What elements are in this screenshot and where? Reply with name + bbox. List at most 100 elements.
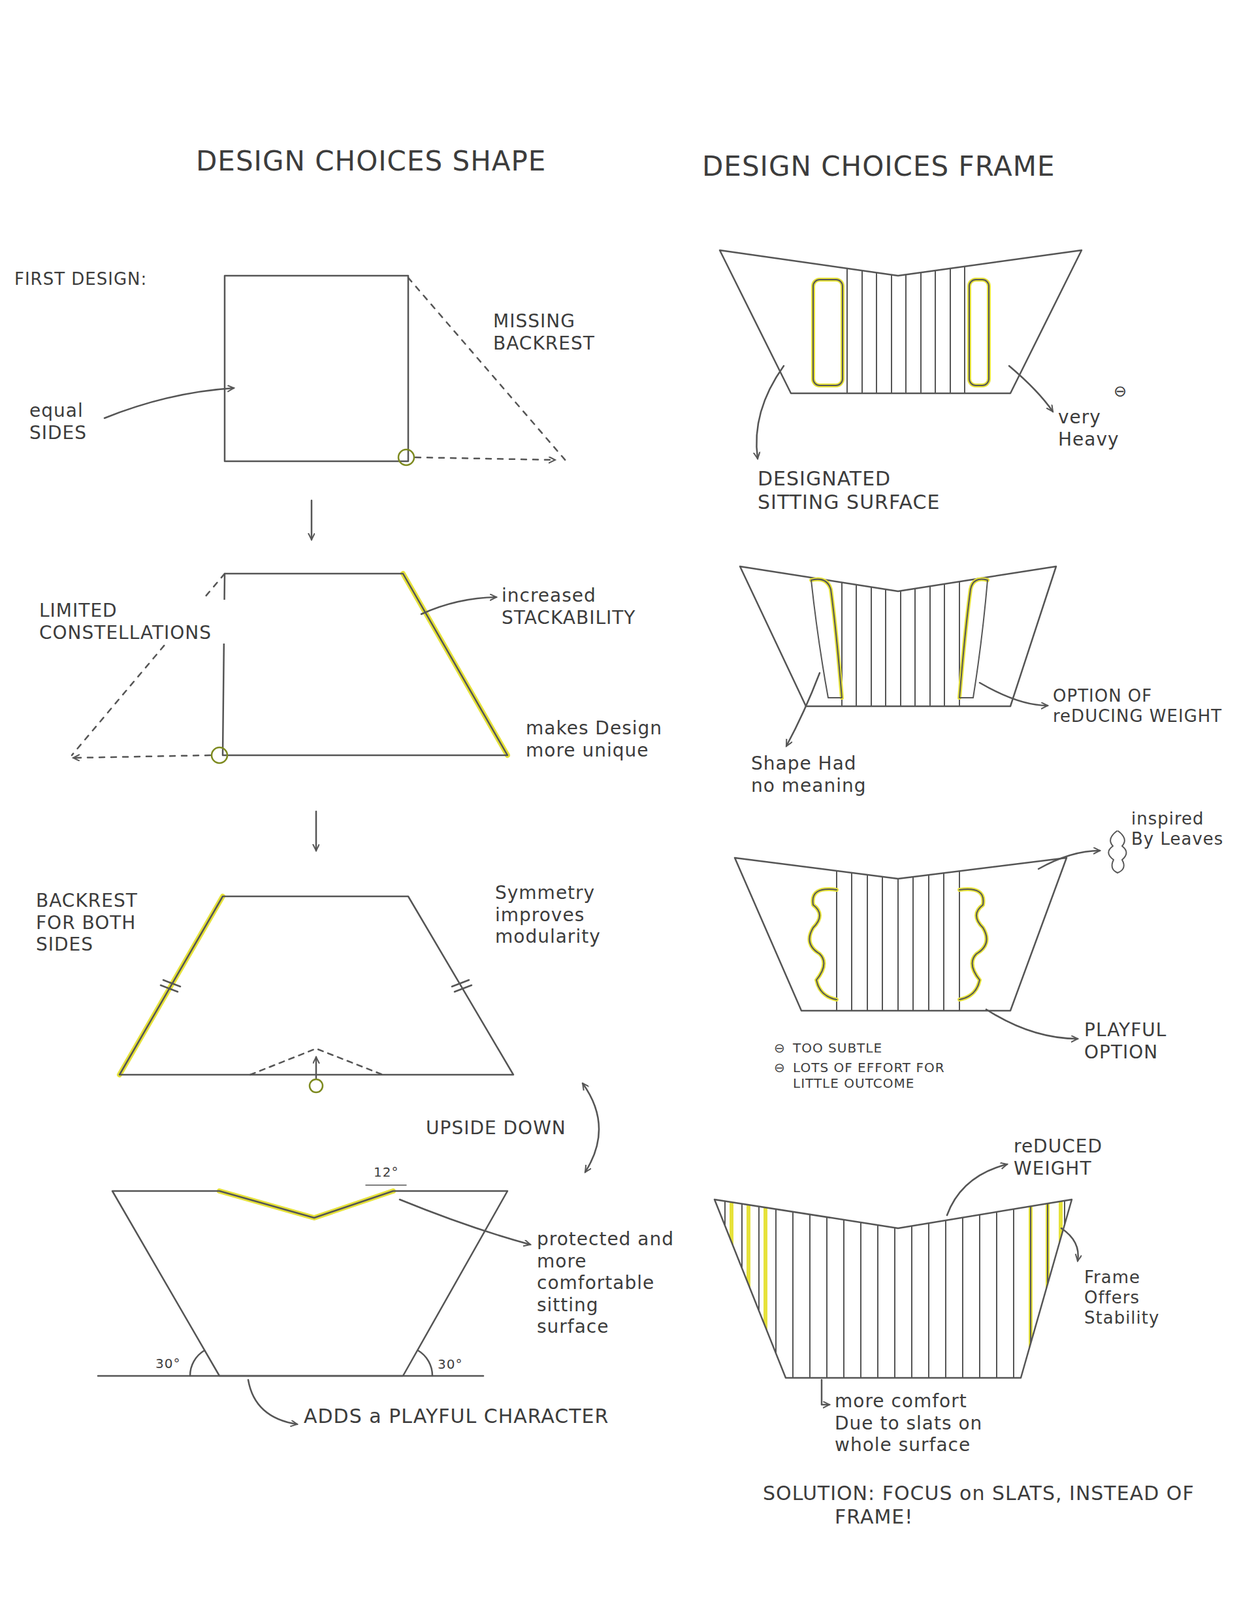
equal-tick <box>451 979 469 987</box>
slat <box>949 248 951 396</box>
slat <box>929 561 931 709</box>
annotation: Symmetry improves modularity <box>495 881 620 948</box>
slat <box>894 1195 896 1382</box>
angle-label: 30° <box>437 1355 472 1372</box>
annotation: BACKREST FOR BOTH SIDES <box>35 889 167 956</box>
slat <box>964 248 966 396</box>
slat <box>877 1195 879 1382</box>
annotation: MISSING BACKREST <box>493 310 610 354</box>
frame-outline <box>739 566 1057 707</box>
angle-reference <box>365 1184 407 1186</box>
equal-tick <box>160 984 178 992</box>
square-shape <box>224 275 409 462</box>
angle-label: 30° <box>155 1355 190 1371</box>
slat <box>1046 1195 1049 1382</box>
slat <box>826 1195 828 1382</box>
slat <box>846 248 848 396</box>
minus-symbol: ⊖ <box>1113 382 1140 402</box>
cutout-highlight <box>811 579 842 698</box>
shape-sketches <box>71 275 599 1424</box>
slat <box>792 1195 794 1382</box>
slat-highlight <box>729 1195 734 1382</box>
annotation: reDUCED WEIGHT <box>1013 1135 1119 1179</box>
slat <box>836 852 838 1013</box>
leader-arrow <box>821 1379 830 1405</box>
annotation: protected and more comfortable sitting s… <box>536 1227 675 1338</box>
frame-outline <box>719 250 1082 394</box>
dashed-extension <box>415 457 556 460</box>
leaf-cutout <box>959 888 987 1000</box>
frame-outline <box>734 857 1067 1011</box>
cutout-highlight <box>959 579 988 698</box>
annotation: ADDS a PLAYFUL CHARACTER <box>303 1404 735 1428</box>
slat <box>1012 1195 1015 1382</box>
ground-line <box>97 1374 484 1377</box>
slat <box>875 248 878 396</box>
slat <box>809 1195 811 1382</box>
leader-arrow <box>421 596 497 614</box>
leader-arrow <box>399 1199 531 1245</box>
leader-arrow <box>248 1379 298 1424</box>
slat <box>979 1195 981 1382</box>
slat <box>900 561 902 709</box>
heading: DESIGN CHOICES FRAME <box>702 150 1134 183</box>
cutout-highlight <box>969 279 989 386</box>
leader-arrow <box>1009 365 1053 412</box>
leader-arrow <box>104 387 234 418</box>
slat <box>870 561 872 709</box>
pivot-circle <box>309 1078 323 1093</box>
trapezoid-shape <box>222 573 508 756</box>
annotation: DESIGNATED SITTING SURFACE <box>757 466 974 515</box>
equal-tick <box>163 979 181 987</box>
slat <box>958 852 961 1013</box>
dashed-extension <box>73 755 211 758</box>
flow-arrow <box>310 500 313 540</box>
conclusion-note: SOLUTION: FOCUS on SLATS, INSTEAD OF FRA… <box>762 1481 1201 1529</box>
annotation: more comfort Due to slats on whole surfa… <box>834 1389 998 1456</box>
dashed-backrest <box>408 277 567 462</box>
leader-arrow <box>986 1009 1078 1039</box>
annotation: Shape Had no meaning <box>751 752 876 797</box>
leader-arrow <box>1038 850 1100 869</box>
slat <box>945 1195 947 1382</box>
slat <box>741 1195 743 1382</box>
annotation: OPTION OF reDUCING WEIGHT <box>1052 685 1239 727</box>
flow-arrow <box>315 1056 318 1078</box>
annotation: PLAYFUL OPTION <box>1084 1018 1209 1063</box>
flow-arrow <box>315 811 318 851</box>
slats <box>836 852 960 1013</box>
annotation: FIRST DESIGN: <box>14 269 198 290</box>
slat <box>860 1195 862 1382</box>
cutout <box>959 579 988 698</box>
cutout-highlight <box>813 279 843 386</box>
leaf-cutout <box>809 888 837 1000</box>
leaf-cutout-highlight <box>809 888 837 1000</box>
slat <box>884 561 887 709</box>
slat <box>897 852 899 1013</box>
slat <box>928 852 930 1013</box>
leader-arrow <box>947 1163 1008 1215</box>
leader-arrow <box>1061 1227 1079 1261</box>
leader-arrow <box>756 365 784 459</box>
annotation: Frame Offers Stability <box>1084 1267 1176 1329</box>
slat <box>890 248 893 396</box>
slat <box>996 1195 998 1382</box>
slat <box>866 852 869 1013</box>
annotation: TOO SUBTLE <box>792 1039 950 1056</box>
minus-symbol: ⊖ <box>773 1039 791 1056</box>
pivot-circle <box>398 449 415 466</box>
slat-highlight <box>1028 1195 1033 1382</box>
heading: DESIGN CHOICES SHAPE <box>195 144 614 178</box>
equal-tick <box>454 984 472 992</box>
annotation: makes Design more unique <box>525 717 676 761</box>
annotation: LOTS OF EFFORT FOR LITTLE OUTCOME <box>792 1059 970 1091</box>
slat <box>851 852 853 1013</box>
cutout <box>969 279 989 386</box>
flip-arrow <box>582 1082 599 1172</box>
angle-arc <box>190 1350 205 1376</box>
slat <box>920 248 922 396</box>
annotation: UPSIDE DOWN <box>425 1116 578 1140</box>
minus-symbol: ⊖ <box>773 1059 791 1076</box>
annotation: increased STACKABILITY <box>501 584 672 629</box>
